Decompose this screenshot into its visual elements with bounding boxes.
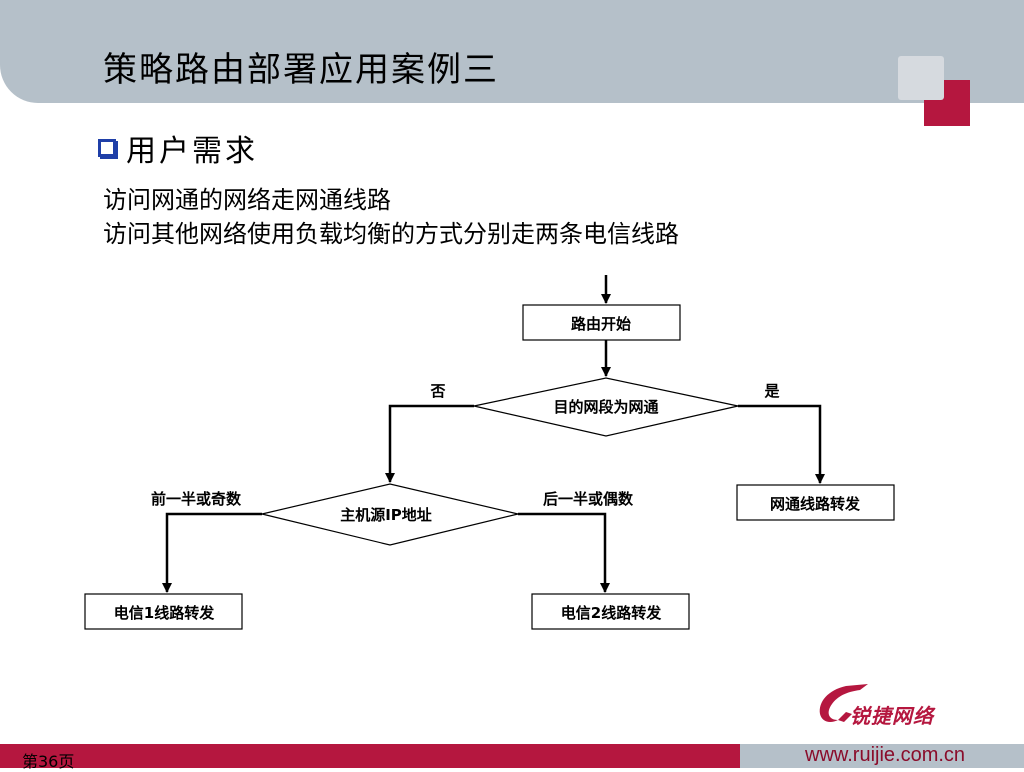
ruijie-logo-icon bbox=[819, 684, 868, 722]
footer-bar-red bbox=[0, 744, 740, 768]
section-heading: 用户需求 bbox=[98, 130, 258, 169]
checkbox-bullet-icon bbox=[98, 139, 116, 157]
arrow-first-half-branch bbox=[162, 512, 262, 593]
decision-destination-label: 目的网段为网通 bbox=[553, 398, 658, 416]
header-bar bbox=[0, 0, 1024, 103]
section-label: 用户需求 bbox=[126, 134, 258, 169]
result-netcom-box bbox=[736, 484, 895, 521]
result-telecom1-label: 电信1线路转发 bbox=[114, 604, 215, 622]
slide-title: 策略路由部署应用案例三 bbox=[103, 50, 499, 90]
arrow-yes-branch bbox=[738, 404, 825, 484]
start-box bbox=[522, 304, 681, 341]
start-label: 路由开始 bbox=[571, 315, 631, 333]
branch-no-label: 否 bbox=[429, 382, 445, 400]
result-telecom2-label: 电信2线路转发 bbox=[561, 604, 662, 622]
corner-decoration-grey bbox=[898, 56, 944, 100]
branch-first-half-label: 前一半或奇数 bbox=[151, 490, 242, 508]
result-telecom1-box bbox=[84, 593, 243, 630]
arrow-second-half-branch bbox=[518, 512, 610, 593]
website-url[interactable]: www.ruijie.com.cn bbox=[805, 744, 966, 766]
logo-text: 锐捷网络 bbox=[850, 704, 934, 728]
footer-bar-grey bbox=[740, 744, 1024, 768]
branch-second-half-label: 后一半或偶数 bbox=[543, 490, 634, 508]
requirement-line-1: 访问网通的网络走网通线路 bbox=[103, 186, 391, 214]
requirement-line-2: 访问其他网络使用负载均衡的方式分别走两条电信线路 bbox=[103, 220, 679, 248]
result-telecom2-box bbox=[531, 593, 690, 630]
arrow-no-branch bbox=[385, 404, 474, 483]
result-netcom-label: 网通线路转发 bbox=[770, 495, 861, 513]
decision-source-ip-label: 主机源IP地址 bbox=[340, 506, 432, 524]
page-number: 第36页 bbox=[22, 752, 75, 771]
branch-yes-label: 是 bbox=[763, 382, 780, 400]
